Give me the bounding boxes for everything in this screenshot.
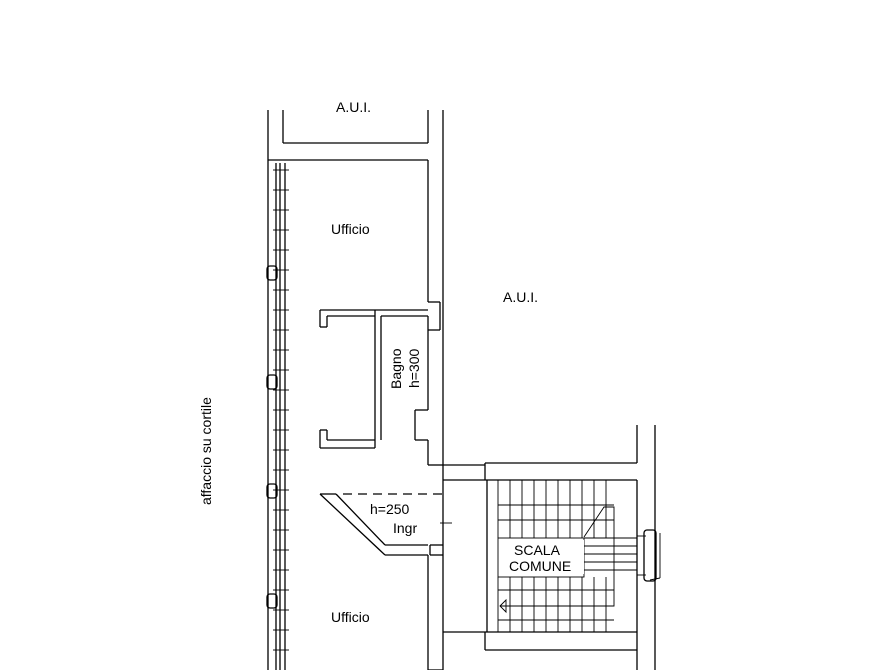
label-comune: COMUNE	[509, 558, 571, 574]
facade-window-strip	[266, 163, 289, 670]
walls	[267, 110, 656, 670]
label-bagno: Bagno	[388, 348, 404, 389]
label-aui-top: A.U.I.	[336, 99, 371, 115]
label-scala: SCALA	[514, 542, 561, 558]
stair-treads	[497, 480, 637, 632]
label-ingr: Ingr	[393, 520, 417, 536]
label-affaccio: affaccio su cortile	[198, 397, 214, 505]
label-ufficio-top: Ufficio	[331, 221, 370, 237]
label-bagno-height: h=300	[406, 348, 422, 388]
label-aui-right: A.U.I.	[503, 289, 538, 305]
label-ingr-height: h=250	[370, 501, 410, 517]
label-ufficio-bottom: Ufficio	[331, 609, 370, 625]
